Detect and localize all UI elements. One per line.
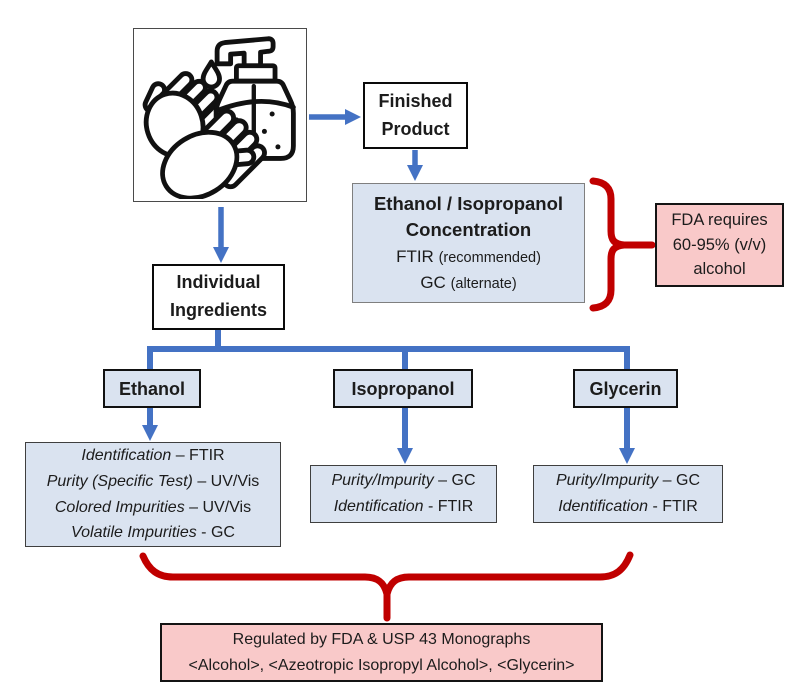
test-line: Purity (Specific Test) – UV/Vis [46, 472, 260, 490]
isopropanol-tests-node: Purity/Impurity – GC Identification - FT… [310, 465, 497, 523]
finished-product-line1: Finished [378, 90, 453, 111]
concentration-title-line2: Concentration [405, 219, 532, 241]
isopropanol-label-node: Isopropanol [333, 369, 473, 408]
right-curly-brace-icon [589, 177, 656, 312]
test-line: Volatile Impurities - GC [71, 524, 235, 542]
regulation-note: Regulated by FDA & USP 43 Monographs <Al… [160, 623, 603, 682]
ethanol-label-node: Ethanol [103, 369, 201, 408]
finished-product-line2: Product [381, 118, 450, 139]
concentration-method2: GC (alternate) [420, 272, 517, 292]
test-line: Colored Impurities – UV/Vis [54, 498, 252, 516]
ethanol-tests-node: Identification – FTIR Purity (Specific T… [25, 442, 281, 547]
test-line: Identification - FTIR [558, 498, 698, 515]
blue-arrowheads [142, 109, 635, 464]
glycerin-tests-node: Purity/Impurity – GC Identification - FT… [533, 465, 723, 523]
glycerin-label-node: Glycerin [573, 369, 678, 408]
sanitizer-image-frame [133, 28, 307, 202]
test-line: Purity/Impurity – GC [555, 472, 701, 490]
individual-ingredients-node: Individual Ingredients [152, 264, 285, 330]
arrowhead-down-icon [619, 448, 635, 464]
test-line: Identification - FTIR [333, 498, 474, 515]
arrowhead-down-icon [142, 425, 158, 441]
fda-requirement-note: FDA requires 60-95% (v/v) alcohol [655, 203, 784, 287]
concentration-node: Ethanol / Isopropanol Concentration FTIR… [352, 183, 585, 303]
hand-sanitizer-icon [142, 36, 296, 199]
arrowhead-down-icon [213, 247, 229, 263]
arrowhead-right-icon [345, 109, 361, 125]
test-line: Purity/Impurity – GC [331, 472, 476, 490]
arrowhead-down-icon [407, 165, 423, 181]
test-line: Identification – FTIR [81, 447, 225, 465]
finished-product-node: Finished Product [363, 82, 468, 149]
concentration-title-line1: Ethanol / Isopropanol [373, 192, 564, 214]
red-braces [139, 177, 656, 622]
arrowhead-down-icon [397, 448, 413, 464]
bottom-curly-brace-icon [139, 551, 634, 622]
hand-front-icon [160, 108, 267, 199]
droplet-icon [200, 59, 222, 90]
concentration-method1: FTIR (recommended) [396, 247, 541, 267]
